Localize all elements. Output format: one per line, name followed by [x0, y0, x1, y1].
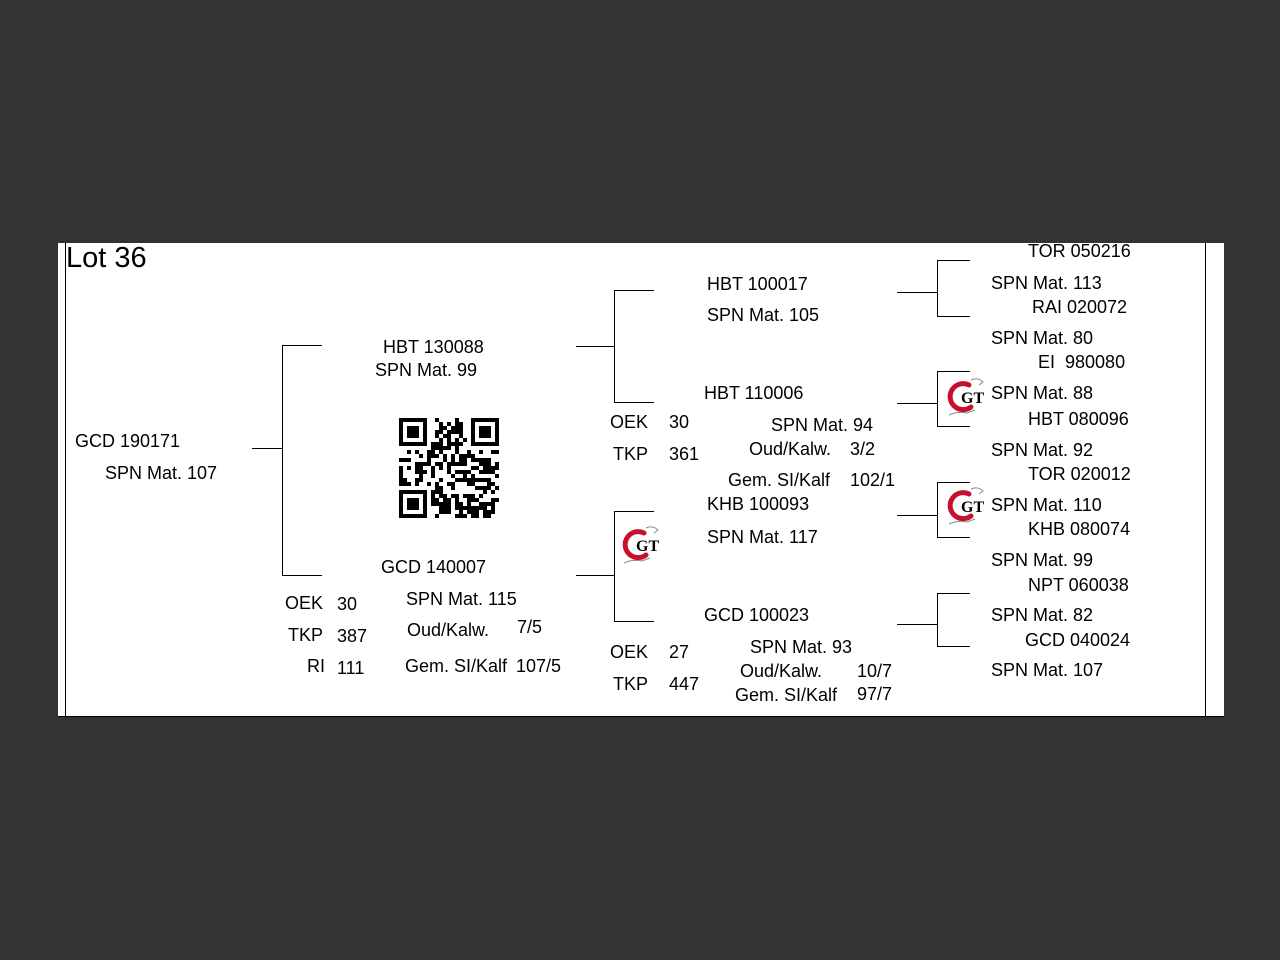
dam-tkp-label: TKP	[288, 625, 324, 645]
dd-oek-value: 27	[669, 642, 690, 662]
gen3-id-8: GCD 040024	[1025, 630, 1131, 650]
page-edge-right	[1205, 243, 1206, 717]
sd-oud-value: 3/2	[850, 439, 876, 459]
gen3-spn-4: SPN Mat. 92	[991, 440, 1094, 460]
sd-oek-value: 30	[669, 412, 690, 432]
ds-spn: SPN Mat. 117	[707, 527, 818, 547]
dam-gem-label: Gem. SI/Kalf	[405, 656, 508, 676]
connector-gen3-c-top	[937, 482, 970, 483]
gen3-id-1: TOR 050216	[1028, 243, 1131, 261]
gen3-id-4: HBT 080096	[1028, 409, 1129, 429]
subject-spn: SPN Mat. 107	[105, 463, 218, 483]
sire-id: HBT 130088	[383, 337, 484, 357]
connector-gen3-b-vertical	[937, 371, 938, 427]
connector-gen3-c-vertical	[937, 482, 938, 538]
connector-sire	[282, 345, 322, 346]
connector-gen3-d-vertical	[937, 593, 938, 647]
connector-gen3-a-bottom	[937, 316, 970, 317]
gt-logo-icon: GT	[947, 487, 984, 525]
sd-id: HBT 110006	[704, 383, 804, 403]
dam-oek-value: 30	[337, 594, 358, 614]
page-edge-left	[65, 243, 66, 717]
dam-oek-label: OEK	[285, 593, 324, 613]
gen3-id-3: EI 980080	[1038, 352, 1126, 372]
dd-oud-label: Oud/Kalw.	[740, 661, 823, 681]
connector-dd	[614, 621, 654, 622]
connector-gen3-a-vertical	[937, 260, 938, 317]
ds-id: KHB 100093	[707, 494, 810, 514]
sd-oek-label: OEK	[610, 412, 649, 432]
dam-oud-value: 7/5	[517, 617, 543, 637]
sd-spn: SPN Mat. 94	[771, 415, 874, 435]
subject-id: GCD 190171	[75, 431, 181, 451]
gen3-spn-7: SPN Mat. 82	[991, 605, 1094, 625]
dam-spn: SPN Mat. 115	[406, 589, 517, 609]
connector-dam-out	[576, 575, 614, 576]
connector-dam-vertical	[614, 511, 615, 622]
connector-ds	[614, 511, 654, 512]
ss-spn: SPN Mat. 105	[707, 305, 820, 325]
connector-dam	[282, 575, 322, 576]
sd-oud-label: Oud/Kalw.	[749, 439, 832, 459]
connector-ss	[614, 290, 654, 291]
gen3-id-6: KHB 080074	[1028, 519, 1131, 539]
dam-id: GCD 140007	[381, 557, 487, 577]
sd-gem-label: Gem. SI/Kalf	[728, 470, 831, 490]
connector-gen3-b-bottom	[937, 426, 970, 427]
gen3-id-7: NPT 060038	[1028, 575, 1129, 595]
dam-ri-value: 111	[337, 658, 365, 678]
connector-gen3-c-bottom	[937, 537, 970, 538]
ss-id: HBT 100017	[707, 274, 808, 294]
dd-oek-label: OEK	[610, 642, 649, 662]
dam-oud-label: Oud/Kalw.	[407, 620, 490, 640]
sd-tkp-label: TKP	[613, 444, 649, 464]
gt-logo-icon: GT	[947, 378, 984, 416]
connector-subject	[252, 448, 283, 449]
connector-sire-vertical	[614, 290, 615, 403]
dam-ri-label: RI	[307, 656, 325, 676]
sd-tkp-value: 361	[669, 444, 700, 464]
connector-gen3-a	[897, 292, 938, 293]
connector-gen3-b	[897, 403, 938, 404]
dd-oud-value: 10/7	[857, 661, 893, 681]
dd-id: GCD 100023	[704, 605, 810, 625]
dd-gem-value: 97/7	[857, 684, 893, 704]
connector-gen3-d-bottom	[937, 646, 970, 647]
qr-code-icon	[399, 418, 499, 518]
page-edge-bottom	[58, 716, 1224, 717]
connector-parents-vertical	[282, 345, 283, 576]
gt-logo-text: GT	[961, 499, 984, 516]
dd-tkp-label: TKP	[613, 674, 649, 694]
connector-gen3-d	[897, 624, 938, 625]
dd-gem-label: Gem. SI/Kalf	[735, 685, 838, 705]
dam-tkp-value: 387	[337, 626, 368, 646]
gt-logo-text: GT	[636, 538, 659, 555]
gen3-id-2: RAI 020072	[1032, 297, 1128, 317]
connector-gen3-a-top	[937, 260, 970, 261]
connector-gen3-b-top	[937, 371, 970, 372]
sire-spn: SPN Mat. 99	[375, 360, 478, 380]
gen3-spn-2: SPN Mat. 80	[991, 328, 1094, 348]
gen3-id-5: TOR 020012	[1028, 464, 1131, 484]
connector-gen3-c	[897, 515, 938, 516]
lot-title: Lot 36	[66, 243, 147, 274]
pedigree-document: Lot 36 GCD 190171 SPN Mat. 107 HBT 13008…	[58, 243, 1224, 717]
sd-gem-value: 102/1	[850, 470, 896, 490]
connector-sire-out	[576, 346, 614, 347]
gen3-spn-6: SPN Mat. 99	[991, 550, 1094, 570]
connector-gen3-d-top	[937, 593, 970, 594]
connector-sd	[614, 402, 654, 403]
dam-gem-value: 107/5	[516, 656, 562, 676]
gt-logo-text: GT	[961, 390, 984, 407]
dd-spn: SPN Mat. 93	[750, 637, 853, 657]
gen3-spn-8: SPN Mat. 107	[991, 660, 1104, 680]
gen3-spn-5: SPN Mat. 110	[991, 495, 1102, 515]
dd-tkp-value: 447	[669, 674, 700, 694]
gen3-spn-1: SPN Mat. 113	[991, 273, 1102, 293]
gt-logo-icon: GT	[622, 526, 659, 564]
gen3-spn-3: SPN Mat. 88	[991, 383, 1094, 403]
